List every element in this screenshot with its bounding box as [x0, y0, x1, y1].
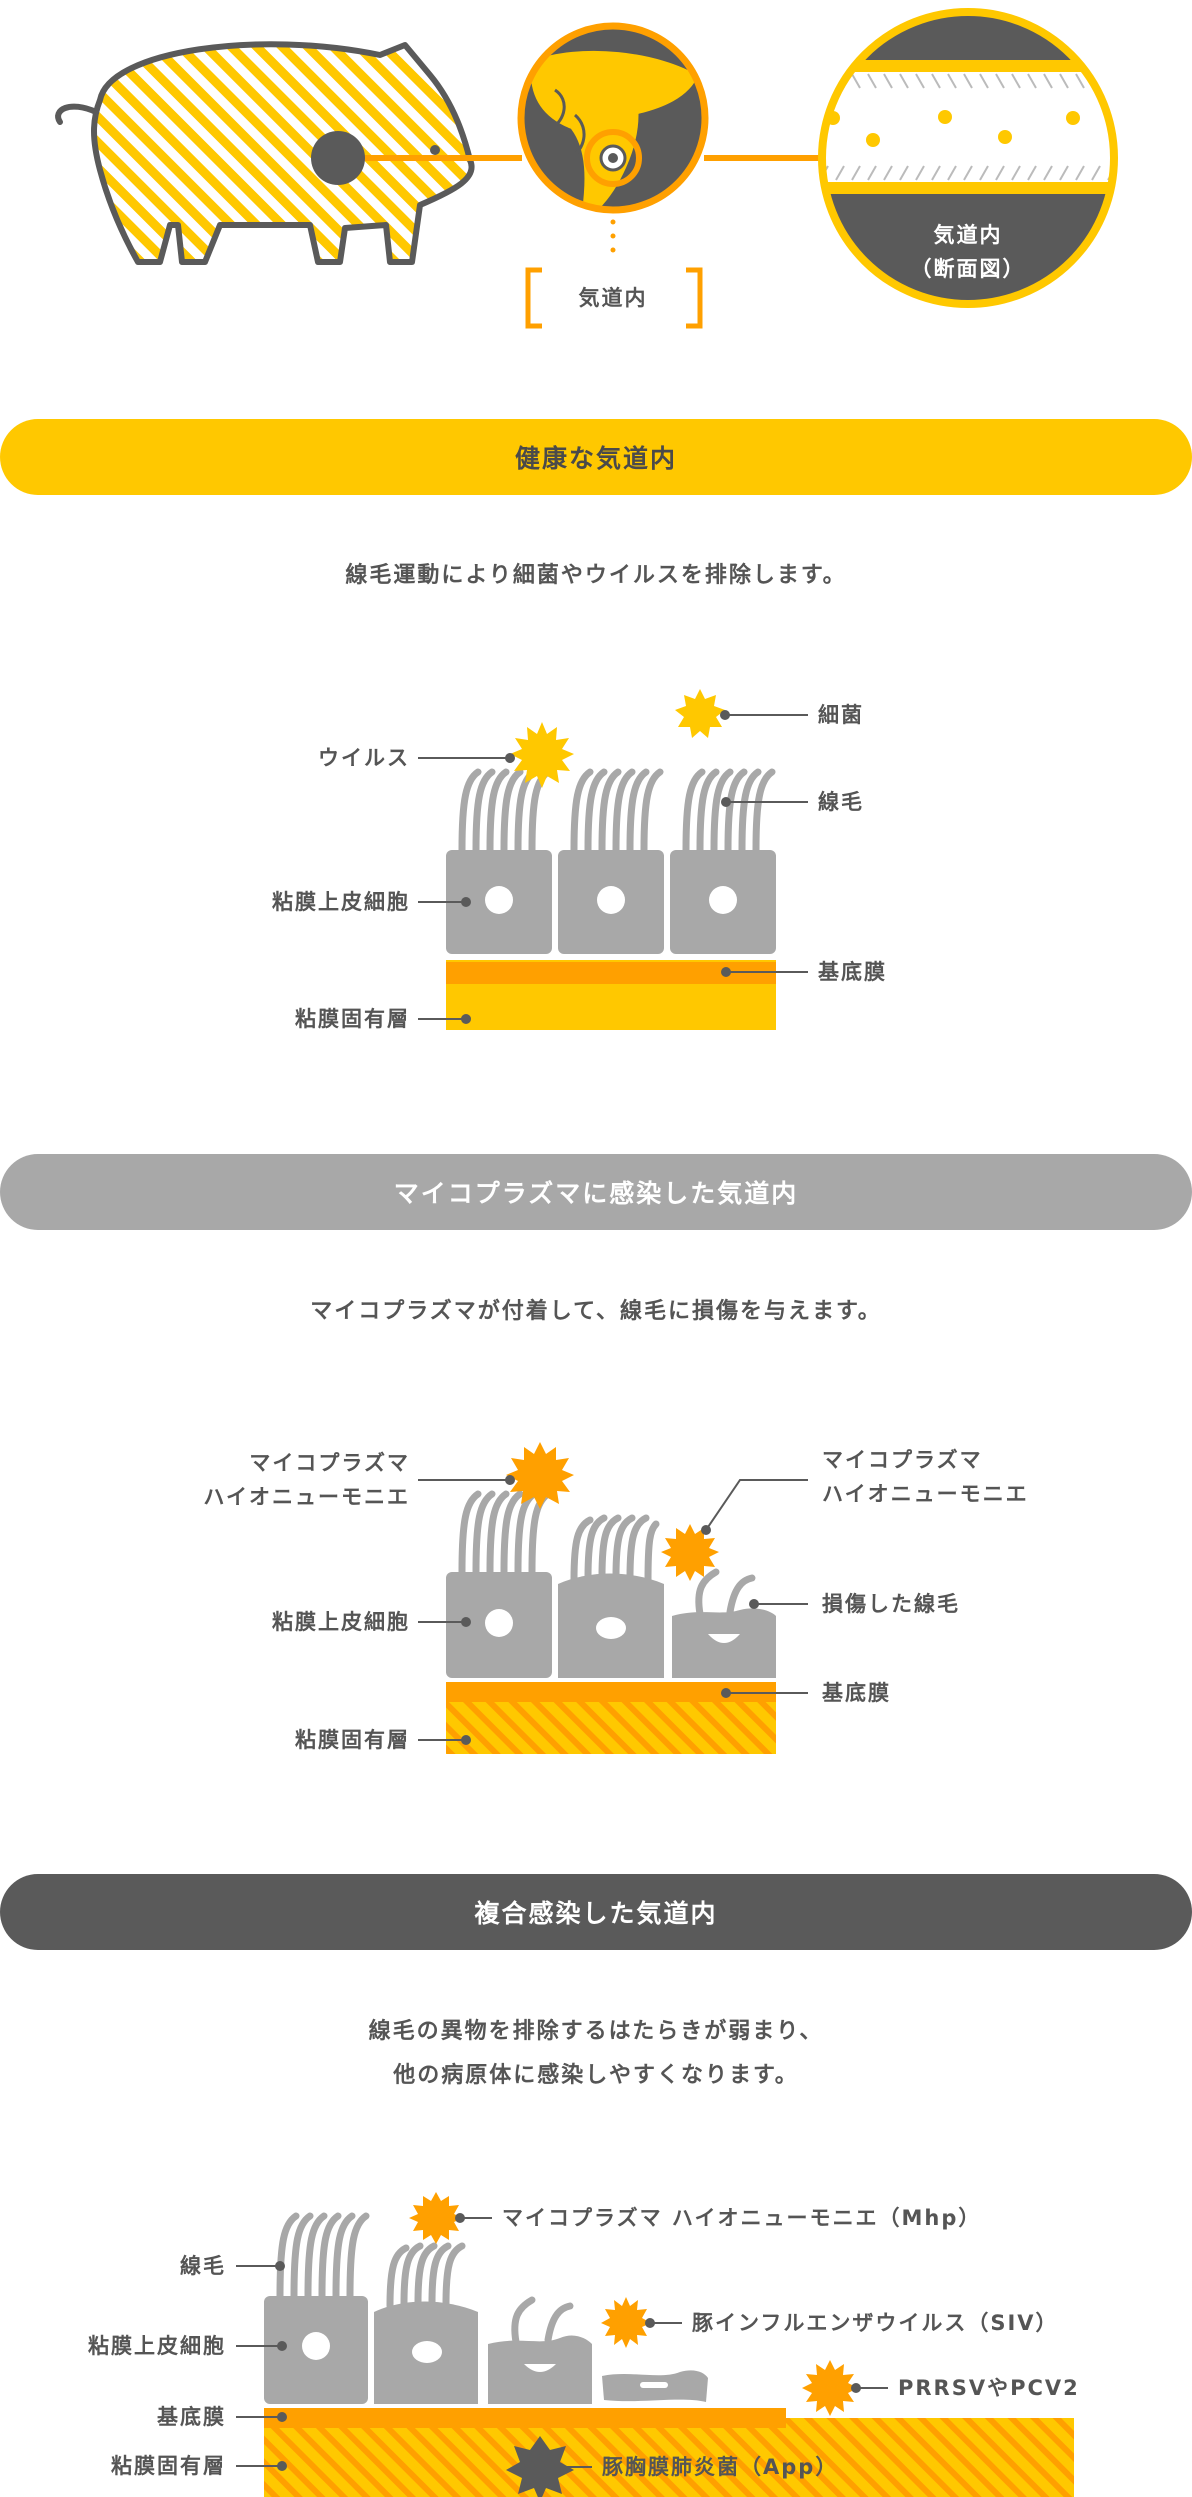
section-title-healthy: 健康な気道内 [0, 419, 1192, 495]
mycoplasma-icon [661, 1524, 719, 1581]
label-epithelial-cell: 粘膜上皮細胞 [272, 890, 410, 914]
label-mhp: マイコプラズマ ハイオニューモニエ（Mhp） [502, 2206, 982, 2230]
label-basement-membrane: 基底膜 [818, 960, 887, 984]
label-app: 豚胸膜肺炎菌（App） [602, 2455, 839, 2479]
section-description-mycoplasma: マイコプラズマが付着して、線毛に損傷を与えます。 [310, 1299, 882, 1324]
label-mhp-left-line1: マイコプラズマ [249, 1451, 410, 1475]
mycoplasma-airway-diagram [418, 1442, 808, 1754]
label-bacteria: 細菌 [818, 703, 864, 727]
label-epithelial-cell-3: 粘膜上皮細胞 [88, 2334, 226, 2358]
basement-membrane [446, 1682, 776, 1702]
label-basement-membrane-2: 基底膜 [822, 1681, 891, 1705]
app-icon [506, 2436, 574, 2497]
cross-section-label-line2: （断面図） [910, 257, 1026, 281]
mycoplasma-icon [506, 1442, 574, 1509]
basement-membrane [446, 962, 776, 984]
label-lamina-propria: 粘膜固有層 [295, 1007, 410, 1031]
label-cilia-3: 線毛 [180, 2254, 226, 2278]
label-mhp-right-line1: マイコプラズマ [822, 1448, 983, 1472]
basement-membrane [264, 2408, 786, 2428]
label-siv: 豚インフルエンザウイルス（SIV） [692, 2311, 1059, 2335]
airway-tube-icon [517, 22, 709, 214]
label-basement-membrane-3: 基底膜 [157, 2405, 226, 2429]
prrsv-icon [802, 2360, 858, 2416]
label-damaged-cilia: 損傷した線毛 [822, 1592, 960, 1616]
siv-icon [601, 2297, 651, 2348]
section-description-coinfection-line2: 他の病原体に感染しやすくなります。 [393, 2063, 799, 2088]
virus-icon [510, 722, 574, 788]
lamina-propria [264, 2418, 1074, 2497]
mhp-icon [409, 2192, 463, 2244]
label-virus: ウイルス [318, 746, 410, 770]
section-title-mycoplasma: マイコプラズマに感染した気道内 [0, 1154, 1192, 1230]
section-description-coinfection-line1: 線毛の異物を排除するはたらきが弱まり、 [368, 2019, 824, 2044]
label-prrsv: PRRSVやPCV2 [898, 2376, 1080, 2400]
cross-section-icon [818, 8, 1118, 308]
label-mhp-left-line2: ハイオニューモニエ [203, 1485, 410, 1509]
header-illustration [55, 8, 1118, 329]
label-epithelial-cell-2: 粘膜上皮細胞 [272, 1610, 410, 1634]
healthy-airway-diagram [418, 689, 808, 1030]
bracket-label: 気道内 [578, 286, 648, 310]
section-description-healthy: 線毛運動により細菌やウイルスを排除します。 [345, 563, 847, 588]
cilia [458, 768, 776, 854]
pig-icon [55, 41, 475, 265]
label-lamina-propria-2: 粘膜固有層 [295, 1728, 410, 1752]
coinfection-airway-diagram [236, 2192, 1074, 2497]
label-cilia: 線毛 [818, 790, 864, 814]
cross-section-label-line1: 気道内 [933, 223, 1003, 247]
label-lamina-propria-3: 粘膜固有層 [111, 2454, 226, 2478]
section-title-coinfection: 複合感染した気道内 [0, 1874, 1192, 1950]
label-mhp-right-line2: ハイオニューモニエ [822, 1482, 1029, 1506]
bacteria-icon [675, 689, 725, 738]
